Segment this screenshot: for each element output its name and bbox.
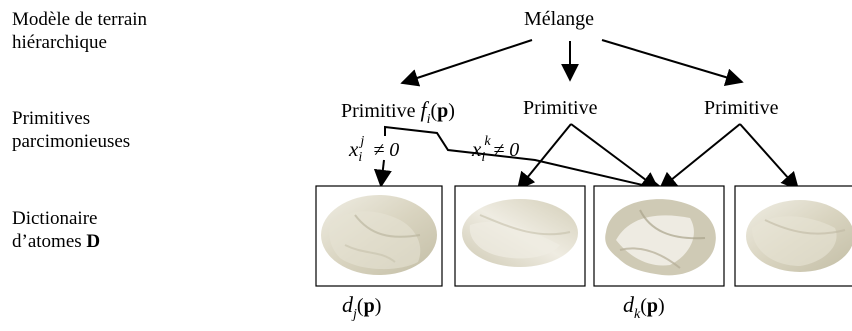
row-label-primitives: Primitives parcimonieuses	[12, 107, 130, 153]
coef-label-j-sub: i	[358, 150, 363, 165]
row-label-terrain-model-line2: hiérarchique	[12, 32, 107, 53]
row-label-terrain-model-line1: Modèle de terrain	[12, 9, 148, 30]
coef-label-k-sup: k	[484, 134, 491, 149]
coef-label-k-sub: i	[481, 150, 486, 165]
row-label-dictionary-prefix: d’atomes	[12, 231, 87, 252]
node-primitive-1-close: )	[448, 100, 455, 122]
atom-label-dj-close: )	[374, 295, 382, 317]
node-primitive-1-text: Primitive	[341, 100, 421, 122]
atom-label-dj-open: (	[356, 295, 364, 317]
node-primitive-1-open: (	[430, 100, 438, 122]
edge-mixture-primitive-1	[400, 39, 533, 87]
coef-label-k-x: x	[472, 137, 482, 161]
node-primitive-1-index: i	[426, 112, 431, 127]
atom-label-dj-sub: j	[353, 307, 357, 322]
node-mixture: Mélange	[524, 8, 594, 30]
atom-box-2	[454, 185, 586, 287]
atom-label-dj-p: p	[363, 295, 375, 317]
terrain-patch-1	[321, 195, 437, 275]
edge-primitive-3-atom-4	[739, 123, 800, 191]
edge-mixture-primitive-3	[601, 39, 744, 86]
atom-label-dk-d: d	[623, 292, 634, 317]
node-primitive-1: Primitive fi(p)	[341, 97, 455, 127]
atom-label-dk-open: (	[640, 295, 647, 317]
atom-label-dk-close: )	[658, 295, 665, 317]
edge-primitive-2-atom-3	[570, 123, 660, 191]
atom-label-dk: dk(p)	[623, 292, 665, 322]
edge-primitive-1-atom-k	[384, 125, 666, 196]
row-label-dictionary-line1: Dictionaire	[12, 208, 98, 229]
terrain-patch-4	[746, 200, 852, 272]
edge-primitive-3-atom-3	[658, 123, 741, 191]
atom-label-dj: dj(p)	[342, 292, 382, 322]
atom-box-1	[315, 185, 443, 287]
atom-label-dk-p: p	[646, 295, 659, 317]
atom-box-4	[734, 185, 852, 287]
node-primitive-2: Primitive	[523, 97, 598, 119]
edge-primitive-1-atom-j	[373, 159, 392, 188]
atom-label-dk-sub: k	[634, 307, 641, 322]
coef-label-j-sup: j	[360, 134, 365, 149]
row-label-dictionary: Dictionaire d’atomes D	[12, 207, 100, 253]
node-primitive-1-f: f	[420, 97, 427, 122]
atom-box-3	[593, 185, 725, 287]
coef-label-j-x: x	[349, 137, 359, 161]
atom-label-dj-d: d	[342, 292, 353, 317]
coef-label-k-ne: ≠ 0	[493, 139, 520, 161]
row-label-dictionary-line2: d’atomes D	[12, 230, 100, 253]
node-primitive-3: Primitive	[704, 97, 779, 119]
row-label-terrain-model: Modèle de terrain hiérarchique	[12, 8, 147, 54]
terrain-patch-3	[605, 199, 716, 276]
edge-primitive-2-atom-2	[516, 123, 572, 191]
row-label-primitives-line2: parcimonieuses	[12, 131, 131, 152]
terrain-patch-2	[462, 199, 578, 267]
node-primitive-1-p: p	[437, 100, 449, 122]
row-label-dictionary-symbol: D	[86, 231, 101, 252]
coef-label-j-ne: ≠ 0	[368, 139, 400, 161]
row-label-primitives-line1: Primitives	[12, 108, 91, 129]
